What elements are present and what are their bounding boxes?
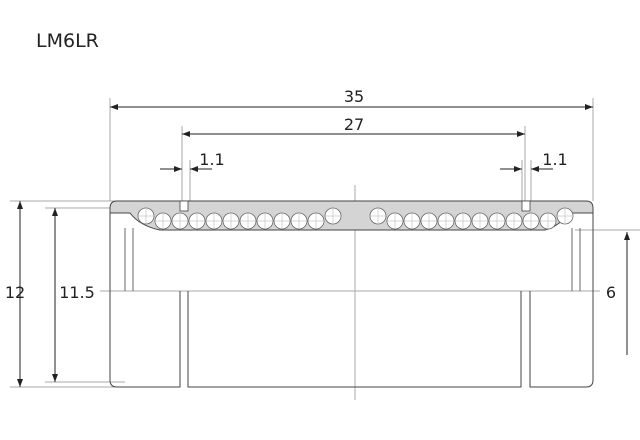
dim-groove-span: 27 [344,115,364,134]
ball-rows [137,207,574,230]
part-title: LM6LR [36,30,99,52]
dim-inner-diameter: 6 [606,283,616,302]
dim-overall-length: 35 [344,87,364,106]
dim-groove-diameter: 11.5 [59,283,95,302]
dim-groove-width-right: 1.1 [542,150,567,169]
dim-outer-diameter: 12 [5,283,25,302]
extension-lines [10,98,640,400]
dimension-lines [17,104,630,387]
dim-groove-width-left: 1.1 [199,150,224,169]
